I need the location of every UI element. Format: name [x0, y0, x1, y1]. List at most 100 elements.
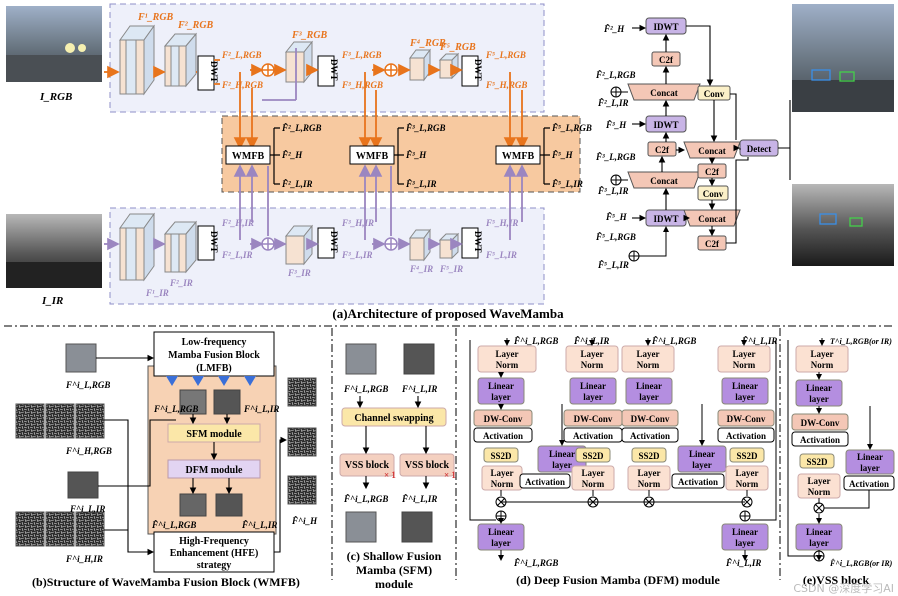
svg-text:Conv: Conv — [703, 189, 724, 199]
svg-text:SS2D: SS2D — [736, 451, 758, 461]
svg-text:Linear: Linear — [732, 527, 758, 537]
dfm-detail: Layer Norm Linear layer DW-Conv Activati… — [473, 345, 775, 551]
svg-text:Linear: Linear — [806, 527, 832, 537]
neck-inputs: F̂²_H F̂²_L,RGB F̂²_L,IR F̂³_H F̂³_L,RGB… — [595, 23, 636, 270]
svg-text:SFM module: SFM module — [186, 429, 242, 440]
caption-b: (b)Structure of WaveMamba Fusion Block (… — [32, 575, 300, 589]
vss-detail: Layer Norm Linear layer DW-Conv Activati… — [791, 345, 895, 551]
svg-text:Low-frequency: Low-frequency — [182, 337, 247, 348]
svg-text:F̂^i_H: F̂^i_H — [291, 515, 318, 526]
svg-text:Norm: Norm — [582, 479, 605, 489]
svg-text:F²_IR: F²_IR — [169, 278, 193, 288]
svg-text:DWT: DWT — [473, 59, 483, 81]
svg-text:F̂²_L,RGB: F̂²_L,RGB — [281, 122, 321, 133]
svg-text:F²_H,RGB: F²_H,RGB — [221, 80, 263, 90]
svg-text:× 1: × 1 — [444, 470, 456, 480]
svg-text:Concat: Concat — [698, 214, 726, 224]
svg-text:layer: layer — [735, 392, 755, 402]
wmfb-blocks: WMFB WMFB WMFB — [225, 145, 541, 165]
svg-text:F̂³_L,IR: F̂³_L,IR — [597, 185, 628, 196]
svg-text:IDWT: IDWT — [653, 214, 678, 224]
svg-text:WMFB: WMFB — [356, 151, 389, 162]
rgb-dwt-outputs: F²_L,RGB F²_H,RGB F³_L,RGB F³_H,RGB F⁵_L… — [221, 50, 527, 90]
svg-text:Channel swapping: Channel swapping — [354, 413, 433, 424]
svg-text:Linear: Linear — [689, 449, 715, 459]
svg-text:F̂^i_L,RGB: F̂^i_L,RGB — [513, 335, 558, 346]
svg-text:F̂^i_L,IR: F̂^i_L,IR — [401, 493, 437, 504]
svg-text:F̂^i_L,IR: F̂^i_L,IR — [573, 335, 609, 346]
vss-input-label: T^i_L,RGB(or IR) — [830, 337, 892, 346]
svg-text:F̂⁵_L,RGB: F̂⁵_L,RGB — [595, 231, 636, 242]
svg-text:Mamba Fusion Block: Mamba Fusion Block — [168, 350, 260, 361]
svg-text:Layer: Layer — [637, 349, 660, 359]
svg-text:F⁴_RGB: F⁴_RGB — [409, 38, 446, 49]
svg-text:F⁵_H,IR: F⁵_H,IR — [485, 218, 518, 228]
svg-text:Enhancement (HFE): Enhancement (HFE) — [170, 548, 259, 559]
svg-text:layer: layer — [491, 392, 511, 402]
svg-text:Activation: Activation — [630, 431, 670, 441]
svg-text:F̂⁵_H: F̂⁵_H — [551, 149, 574, 160]
svg-text:DW-Conv: DW-Conv — [631, 414, 670, 424]
wmfb-detail: Low-frequency Mamba Fusion Block (LMFB) … — [15, 331, 318, 573]
svg-text:DW-Conv: DW-Conv — [574, 414, 613, 424]
svg-text:F̂²_L,IR: F̂²_L,IR — [281, 178, 312, 189]
svg-text:Layer: Layer — [496, 349, 519, 359]
svg-text:DW-Conv: DW-Conv — [727, 414, 766, 424]
svg-text:Norm: Norm — [581, 360, 604, 370]
svg-text:F¹_RGB: F¹_RGB — [137, 12, 174, 23]
caption-e: (e)VSS block — [803, 573, 870, 587]
svg-text:F²_RGB: F²_RGB — [177, 20, 214, 31]
svg-text:layer: layer — [735, 538, 755, 548]
svg-text:Norm: Norm — [491, 479, 514, 489]
svg-text:Activation: Activation — [800, 435, 840, 445]
svg-text:Layer: Layer — [733, 349, 756, 359]
svg-text:Layer: Layer — [736, 468, 759, 478]
svg-text:Linear: Linear — [732, 381, 758, 391]
svg-text:F̂^i_L,IR: F̂^i_L,IR — [725, 557, 761, 568]
svg-text:F⁵_H,RGB: F⁵_H,RGB — [485, 80, 527, 90]
svg-text:F⁴_IR: F⁴_IR — [409, 264, 433, 274]
svg-text:F^i_H,IR: F^i_H,IR — [65, 554, 103, 564]
svg-text:Concat: Concat — [698, 146, 726, 156]
svg-text:Linear: Linear — [580, 381, 606, 391]
svg-text:Layer: Layer — [811, 349, 834, 359]
svg-text:C2f: C2f — [705, 239, 720, 249]
svg-text:SS2D: SS2D — [806, 457, 828, 467]
svg-text:F¹_IR: F¹_IR — [145, 288, 169, 298]
svg-text:C2f: C2f — [705, 167, 720, 177]
svg-text:Activation: Activation — [573, 431, 613, 441]
ir-feature-labels: F¹_IR F²_IR F³_IR F⁴_IR F⁵_IR F²_H,IR F²… — [145, 218, 518, 298]
svg-text:F³_RGB: F³_RGB — [291, 30, 328, 41]
svg-text:Linear: Linear — [488, 527, 514, 537]
svg-text:SS2D: SS2D — [490, 451, 512, 461]
svg-text:Layer: Layer — [582, 468, 605, 478]
svg-text:F̂^i_L,IR: F̂^i_L,IR — [241, 519, 277, 530]
svg-text:Linear: Linear — [806, 383, 832, 393]
svg-text:layer: layer — [639, 392, 659, 402]
svg-text:Activation: Activation — [726, 431, 766, 441]
svg-text:Activation: Activation — [849, 479, 889, 489]
svg-text:F̂⁵_L,RGB: F̂⁵_L,RGB — [551, 122, 592, 133]
ir-label: I_IR — [41, 295, 63, 307]
ir-detection-image — [792, 184, 894, 266]
svg-text:F³_H,RGB: F³_H,RGB — [341, 80, 383, 90]
svg-text:Norm: Norm — [637, 360, 660, 370]
svg-text:F̂²_L,RGB: F̂²_L,RGB — [595, 69, 635, 80]
rgb-stage-blocks — [119, 24, 460, 96]
svg-text:strategy: strategy — [197, 560, 231, 571]
svg-text:F^i_L,IR: F^i_L,IR — [401, 384, 437, 394]
svg-text:IDWT: IDWT — [653, 22, 678, 32]
svg-text:DWT: DWT — [329, 231, 339, 253]
watermark: CSDN @深度学习AI — [793, 581, 894, 595]
svg-text:SS2D: SS2D — [582, 451, 604, 461]
svg-text:Layer: Layer — [581, 349, 604, 359]
svg-text:F̂³_L,RGB: F̂³_L,RGB — [595, 151, 635, 162]
svg-text:Norm: Norm — [638, 479, 661, 489]
svg-text:DWT: DWT — [473, 231, 483, 253]
svg-text:Linear: Linear — [636, 381, 662, 391]
svg-text:Norm: Norm — [808, 487, 831, 497]
svg-text:F³_L,RGB: F³_L,RGB — [341, 50, 381, 60]
svg-text:F⁵_RGB: F⁵_RGB — [439, 42, 476, 53]
svg-text:F⁵_L,RGB: F⁵_L,RGB — [485, 50, 526, 60]
svg-text:Norm: Norm — [811, 360, 834, 370]
